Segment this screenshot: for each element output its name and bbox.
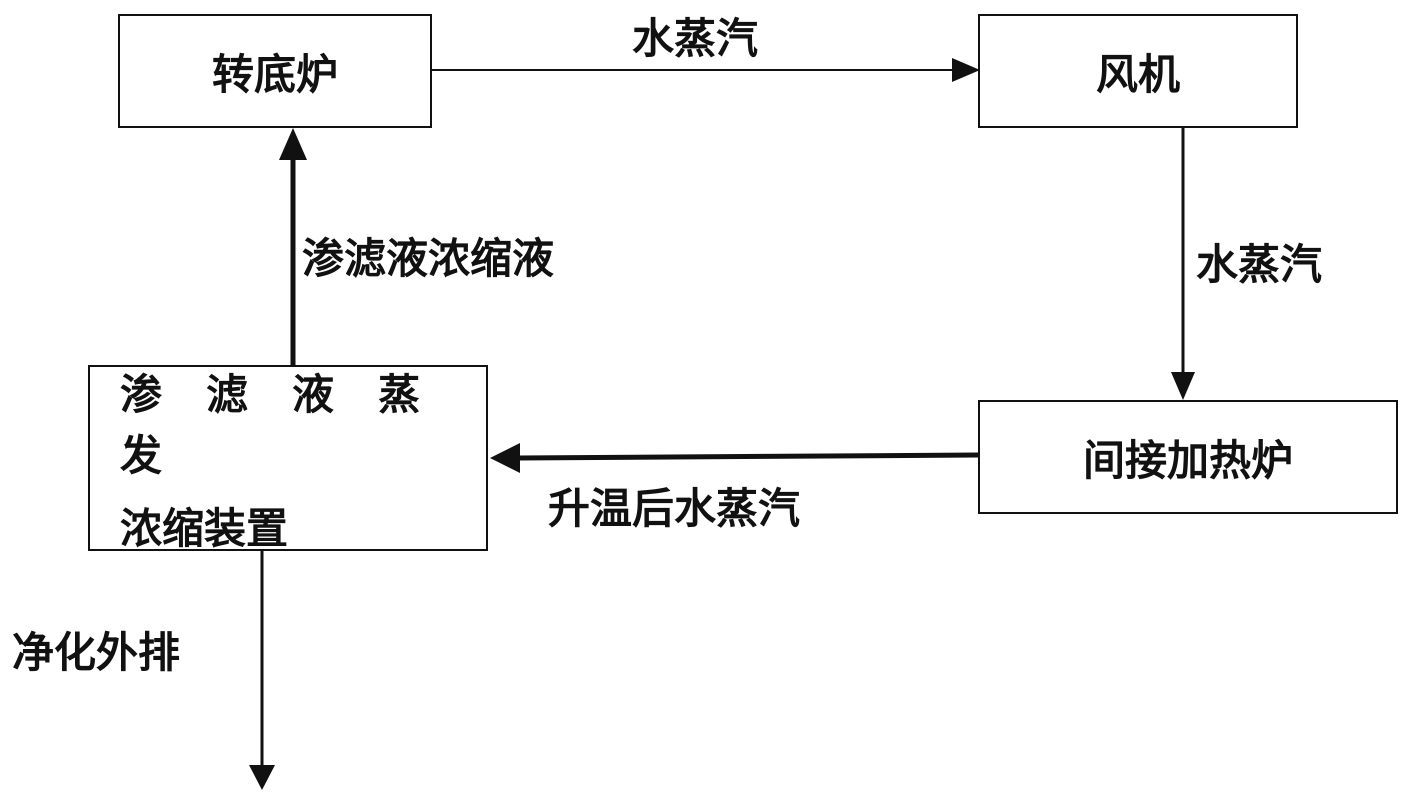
edge-label-fan-to-heater: 水蒸汽 (1196, 240, 1323, 289)
node-label: 风机 (1095, 49, 1180, 99)
node-rotary-hearth-furnace: 转底炉 (118, 14, 432, 128)
edge-label-evaporator-to-furnace: 渗滤液浓缩液 (302, 234, 555, 283)
arrow-heater-to-evaporator (490, 443, 979, 473)
arrow-fan-to-heater (1171, 128, 1195, 400)
edge-label-furnace-to-fan: 水蒸汽 (632, 14, 759, 63)
edge-label-discharge: 净化外排 (12, 628, 181, 677)
node-leachate-evaporator: 渗 滤 液 蒸 发 浓缩装置 (88, 365, 488, 553)
node-label-line1: 渗 滤 液 蒸 发 (120, 369, 435, 480)
arrow-discharge (249, 550, 275, 790)
edge-label-heater-to-evaporator: 升温后水蒸汽 (548, 484, 801, 533)
node-fan: 风机 (978, 14, 1298, 128)
node-indirect-heating-furnace: 间接加热炉 (978, 400, 1398, 514)
arrow-furnace-to-fan (430, 58, 980, 82)
arrow-evaporator-to-furnace (279, 128, 307, 365)
node-label: 间接加热炉 (1082, 435, 1293, 485)
node-label: 转底炉 (211, 49, 338, 99)
node-label-line2: 浓缩装置 (120, 503, 289, 553)
